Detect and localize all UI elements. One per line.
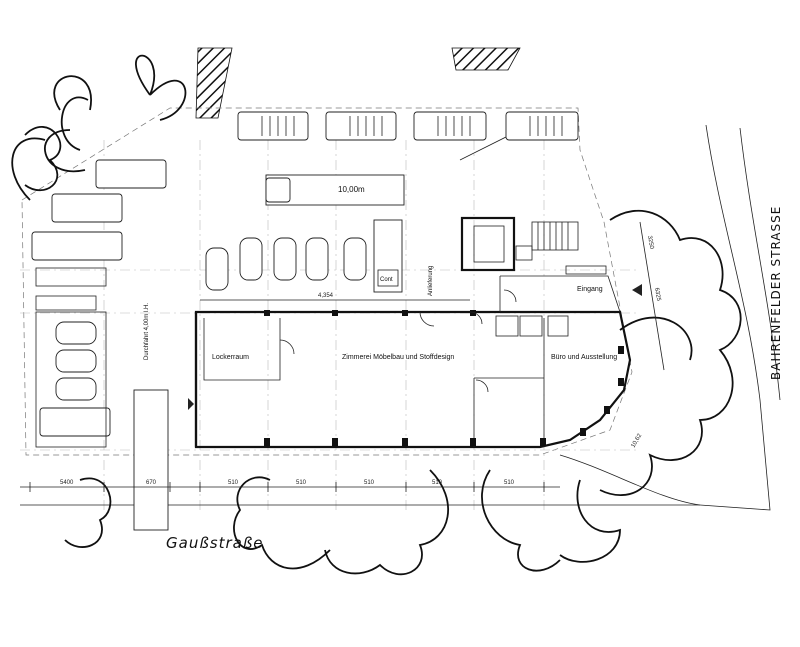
section-marker-east <box>632 284 642 296</box>
car <box>325 111 397 141</box>
door-swing <box>419 311 435 327</box>
tree <box>559 479 621 563</box>
dim-label: 5400 <box>60 480 74 486</box>
car <box>413 111 487 141</box>
container <box>377 269 399 287</box>
door-swing <box>469 311 483 325</box>
street-south: Gaußstraße <box>166 534 264 552</box>
street-edge-east-inner <box>739 127 781 401</box>
street-east: BAHRENFELDER STRASSE <box>769 206 783 380</box>
car <box>51 193 123 223</box>
entrance-annex <box>500 275 621 313</box>
dimension-chain-bottom: 5400 670 510 510 510 510 510 <box>20 480 560 492</box>
stairs <box>531 221 579 251</box>
bike-stands-2 <box>35 295 97 311</box>
wc-3 <box>547 315 569 337</box>
car <box>31 231 123 261</box>
car <box>237 111 309 141</box>
wc-2 <box>519 315 543 337</box>
street-edge-east <box>699 124 771 511</box>
car <box>305 237 329 281</box>
parking-row-top <box>237 111 579 141</box>
tree <box>619 316 693 361</box>
door-swing <box>503 289 517 303</box>
driveway-label: Durchfahrt 4,00m l.H. <box>144 303 150 360</box>
room-entrance: Eingang <box>577 286 603 293</box>
span-dimension: 4,354 <box>318 293 334 299</box>
tree <box>599 209 742 496</box>
truck: 10,00m <box>265 174 405 206</box>
driveway-vehicle <box>133 389 169 531</box>
door-swing <box>475 379 489 393</box>
facade-columns <box>264 310 624 446</box>
tree <box>481 469 561 572</box>
building-walls <box>194 310 632 449</box>
dim-label: 510 <box>432 480 443 486</box>
section-marker-west <box>188 398 194 410</box>
tree <box>11 54 187 201</box>
dim-label: 3250 <box>646 235 654 250</box>
trees <box>11 54 742 576</box>
wc-1 <box>495 315 519 337</box>
dimension-chain-right: 3250 6325 10,62 <box>631 221 665 449</box>
tree <box>233 476 331 570</box>
car <box>95 159 167 189</box>
container-label: Cont <box>380 277 393 283</box>
car <box>55 349 97 373</box>
car <box>39 407 111 437</box>
trailer <box>373 219 403 293</box>
stair-core <box>460 216 607 275</box>
room-workshop: Zimmerei Möbelbau und Stoffdesign <box>342 354 454 361</box>
car <box>273 237 297 281</box>
tree <box>64 477 112 548</box>
stair-shaft <box>460 216 516 272</box>
car <box>505 111 579 141</box>
room-locker: Lockerraum <box>212 354 249 361</box>
main-building <box>194 275 632 449</box>
partition-locker <box>203 318 281 381</box>
dim-label: 670 <box>146 480 157 486</box>
truck-cab <box>265 177 291 203</box>
tree <box>60 96 89 151</box>
car <box>55 377 97 401</box>
bike-stands <box>35 267 107 287</box>
delivery-label: Anlieferung <box>428 266 434 296</box>
dim-label: 510 <box>228 480 239 486</box>
neighbor-building-hatch <box>195 47 233 119</box>
yard-cars <box>205 237 367 291</box>
curb-line <box>559 454 701 506</box>
car <box>55 321 97 345</box>
dim-label: 510 <box>296 480 307 486</box>
garage-block <box>35 311 107 448</box>
car <box>343 237 367 281</box>
parking-left <box>31 159 167 448</box>
tree <box>324 469 449 576</box>
neighbor-building-hatch-2 <box>451 47 521 71</box>
dim-label: 510 <box>504 480 515 486</box>
dim-label: 510 <box>364 480 375 486</box>
room-office: Büro und Ausstellung <box>551 354 617 361</box>
truck-length-label: 10,00m <box>338 185 365 194</box>
dim-label: 6325 <box>653 287 661 302</box>
dim-label: 10,62 <box>631 432 644 449</box>
car <box>239 237 263 281</box>
container-trailer: Cont <box>373 219 403 293</box>
tree <box>24 126 62 191</box>
car <box>205 247 229 291</box>
site-boundary <box>21 107 633 456</box>
door-swing <box>279 339 295 355</box>
